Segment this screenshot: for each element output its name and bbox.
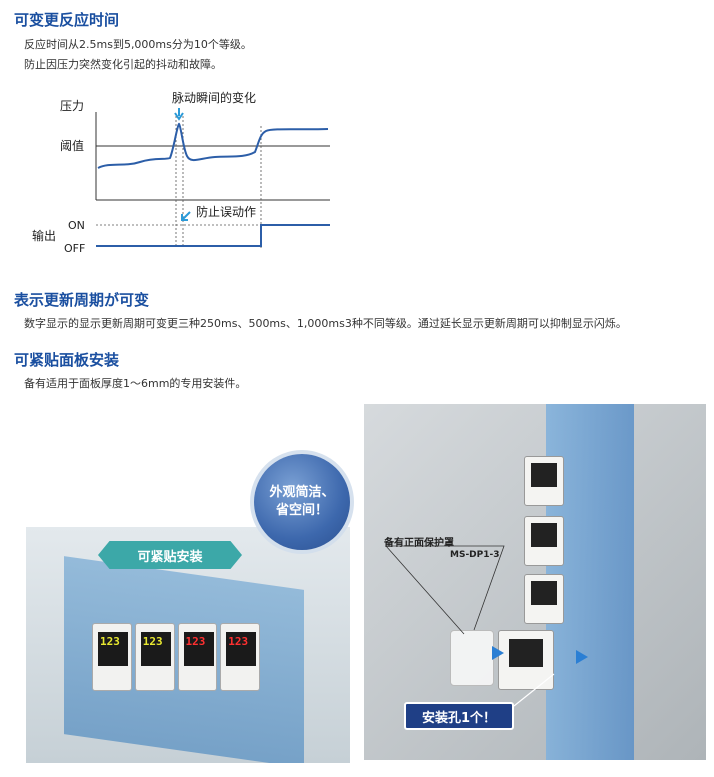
panel-mount-desc: 备有适用于面板厚度1～6mm的专用安装件。: [24, 377, 247, 390]
label-off: OFF: [64, 242, 85, 255]
compact-badge: 外观简洁、 省空间！: [254, 454, 350, 550]
sensor-unit: [524, 516, 564, 566]
prevent-arrow: [181, 211, 191, 221]
label-pressure: 压力: [60, 99, 84, 113]
response-time-diagram: 压力 阈值 输出 ON OFF 脉动瞬间的变化 防止误动作: [32, 90, 330, 255]
mount-hole-photo: 备有正面保护罩 MS-DP1-3 安装孔1个！: [364, 404, 706, 760]
sensor-display-screen: [531, 523, 557, 547]
section-title-response-time: 可变更反应时间: [14, 11, 120, 29]
annotation-prevent: 防止误动作: [196, 204, 256, 219]
badge-line-2: 省空间！: [275, 503, 328, 518]
output-signal: [96, 224, 330, 247]
hole-label-box: [404, 702, 514, 730]
section-title-panel-mount: 可紧贴面板安装: [14, 351, 120, 369]
sensor-display-screen: [531, 581, 557, 605]
insert-arrow-icon: [576, 650, 588, 664]
label-threshold: 阈值: [60, 138, 84, 153]
response-time-desc-2: 防止因压力突然变化引起的抖动和故障。: [24, 58, 222, 71]
sensor-display: 123: [98, 632, 128, 666]
sensor-display-screen: [509, 639, 543, 667]
sensor-display: 123: [140, 632, 171, 666]
mount-banner: [98, 541, 242, 569]
cover-model: MS-DP1-3: [450, 550, 500, 560]
sensor-unit: [524, 574, 564, 624]
pressure-signal: [97, 122, 329, 169]
protective-cover: [450, 630, 494, 686]
display-cycle-desc: 数字显示的显示更新周期可变更三种250ms、500ms、1,000ms3种不同等…: [24, 317, 627, 330]
section-title-display-cycle: 表示更新周期が可变: [14, 291, 150, 309]
label-on: ON: [68, 219, 85, 232]
response-time-desc-1: 反应时间从2.5ms到5,000ms分为10个等级。: [24, 38, 252, 51]
sensor-unit: 123: [92, 623, 132, 691]
label-output: 输出: [32, 228, 56, 243]
leader-lines: [385, 545, 555, 707]
cover-label: 备有正面保护罩: [384, 538, 454, 549]
sensor-unit: [524, 456, 564, 506]
sensor-row: 123 123 123 123: [92, 623, 260, 691]
sensor-display-screen: [531, 463, 557, 487]
sensor-unit: [498, 630, 554, 690]
annotation-spike: 脉动瞬间的变化: [172, 90, 256, 105]
hole-label: 安装孔1个！: [421, 711, 497, 726]
panel-mount-photo: 可紧贴安装 123 123 123 123: [26, 527, 350, 763]
badge-line-1: 外观简洁、: [269, 485, 335, 500]
sensor-unit: 123: [134, 623, 175, 691]
insert-arrow-icon: [492, 646, 504, 660]
sensor-unit: 123: [220, 623, 260, 691]
sensor-unit: 123: [177, 623, 218, 691]
mount-banner-text: 可紧贴安装: [137, 550, 203, 565]
spike-arrow: [174, 108, 184, 121]
sensor-display: 123: [226, 632, 257, 666]
sensor-display: 123: [183, 632, 214, 666]
